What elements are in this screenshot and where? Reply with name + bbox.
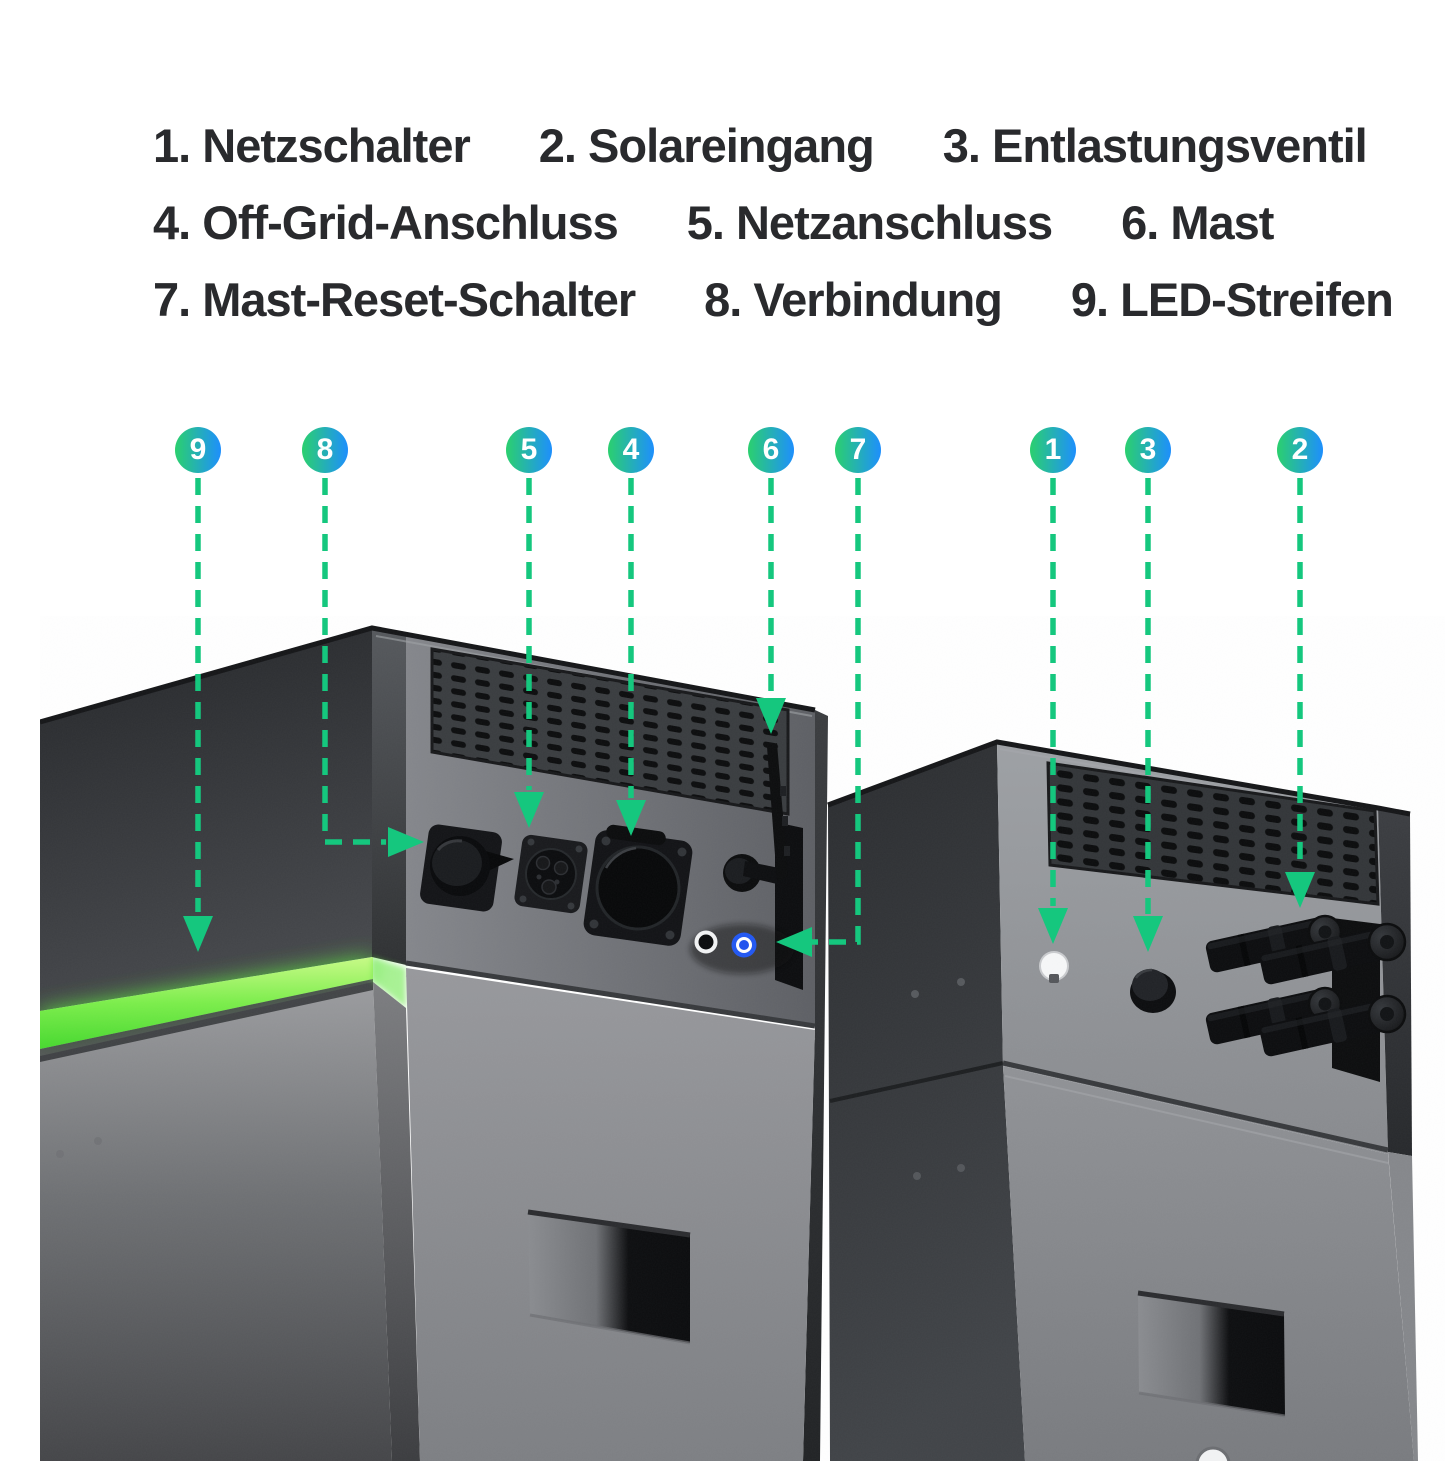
badge-1: 1: [1030, 427, 1076, 473]
arrow-down-icon: [1285, 872, 1315, 908]
badge-3-number: 3: [1139, 433, 1157, 466]
badge-8: 8: [302, 427, 348, 473]
callout-arrowheads: [183, 698, 1315, 957]
arrow-line-8: [322, 478, 386, 845]
badge-9: 9: [175, 427, 221, 473]
badge-6-number: 6: [762, 433, 780, 466]
legend-item-entlastungsventil: 3. Entlastungsventil: [942, 119, 1368, 172]
badge-8-number: 8: [316, 433, 334, 466]
badge-2-number: 2: [1291, 433, 1309, 466]
badge-7-number: 7: [849, 433, 867, 466]
badge-5-number: 5: [520, 433, 538, 466]
badge-4-number: 4: [622, 433, 640, 466]
legend-row-3: 7. Mast-Reset-Schalter 8. Verbindung 9. …: [153, 272, 1394, 327]
arrow-down-icon: [756, 698, 786, 734]
legend-item-netzschalter: 1. Netzschalter: [153, 119, 471, 172]
badge-3: 3: [1125, 427, 1171, 473]
badge-6: 6: [748, 427, 794, 473]
arrow-down-icon: [616, 800, 646, 836]
arrow-down-icon: [183, 916, 213, 952]
badge-1-number: 1: [1044, 433, 1062, 466]
badge-5: 5: [506, 427, 552, 473]
legend-item-mast-reset-schalter: 7. Mast-Reset-Schalter: [153, 273, 636, 326]
legend-item-verbindung: 8. Verbindung: [704, 273, 1003, 326]
legend-item-solareingang: 2. Solareingang: [538, 119, 875, 172]
texture-noise: [40, 616, 1445, 1461]
legend-item-offgrid-anschluss: 4. Off-Grid-Anschluss: [153, 196, 619, 249]
arrow-down-icon: [1038, 908, 1068, 944]
arrow-down-icon: [514, 792, 544, 828]
legend-item-mast: 6. Mast: [1121, 196, 1274, 249]
product-annotation-figure: 1. Netzschalter 2. Solareingang 3. Entla…: [40, 16, 1445, 1461]
badge-9-number: 9: [189, 433, 207, 466]
legend-item-led-streifen: 9. LED-Streifen: [1070, 273, 1394, 326]
legend-row-1: 1. Netzschalter 2. Solareingang 3. Entla…: [153, 118, 1368, 173]
legend-item-netzanschluss: 5. Netzanschluss: [686, 196, 1053, 249]
badge-2: 2: [1277, 427, 1323, 473]
arrow-right-icon: [388, 827, 424, 857]
arrow-line-7: [812, 478, 861, 945]
badge-7: 7: [835, 427, 881, 473]
arrow-down-icon: [1133, 916, 1163, 952]
callout-arrows: [195, 478, 1303, 945]
power-station-illustration: [40, 478, 1445, 1461]
badge-4: 4: [608, 427, 654, 473]
arrow-left-icon: [776, 927, 812, 957]
legend-row-2: 4. Off-Grid-Anschluss 5. Netzanschluss 6…: [153, 195, 1274, 250]
